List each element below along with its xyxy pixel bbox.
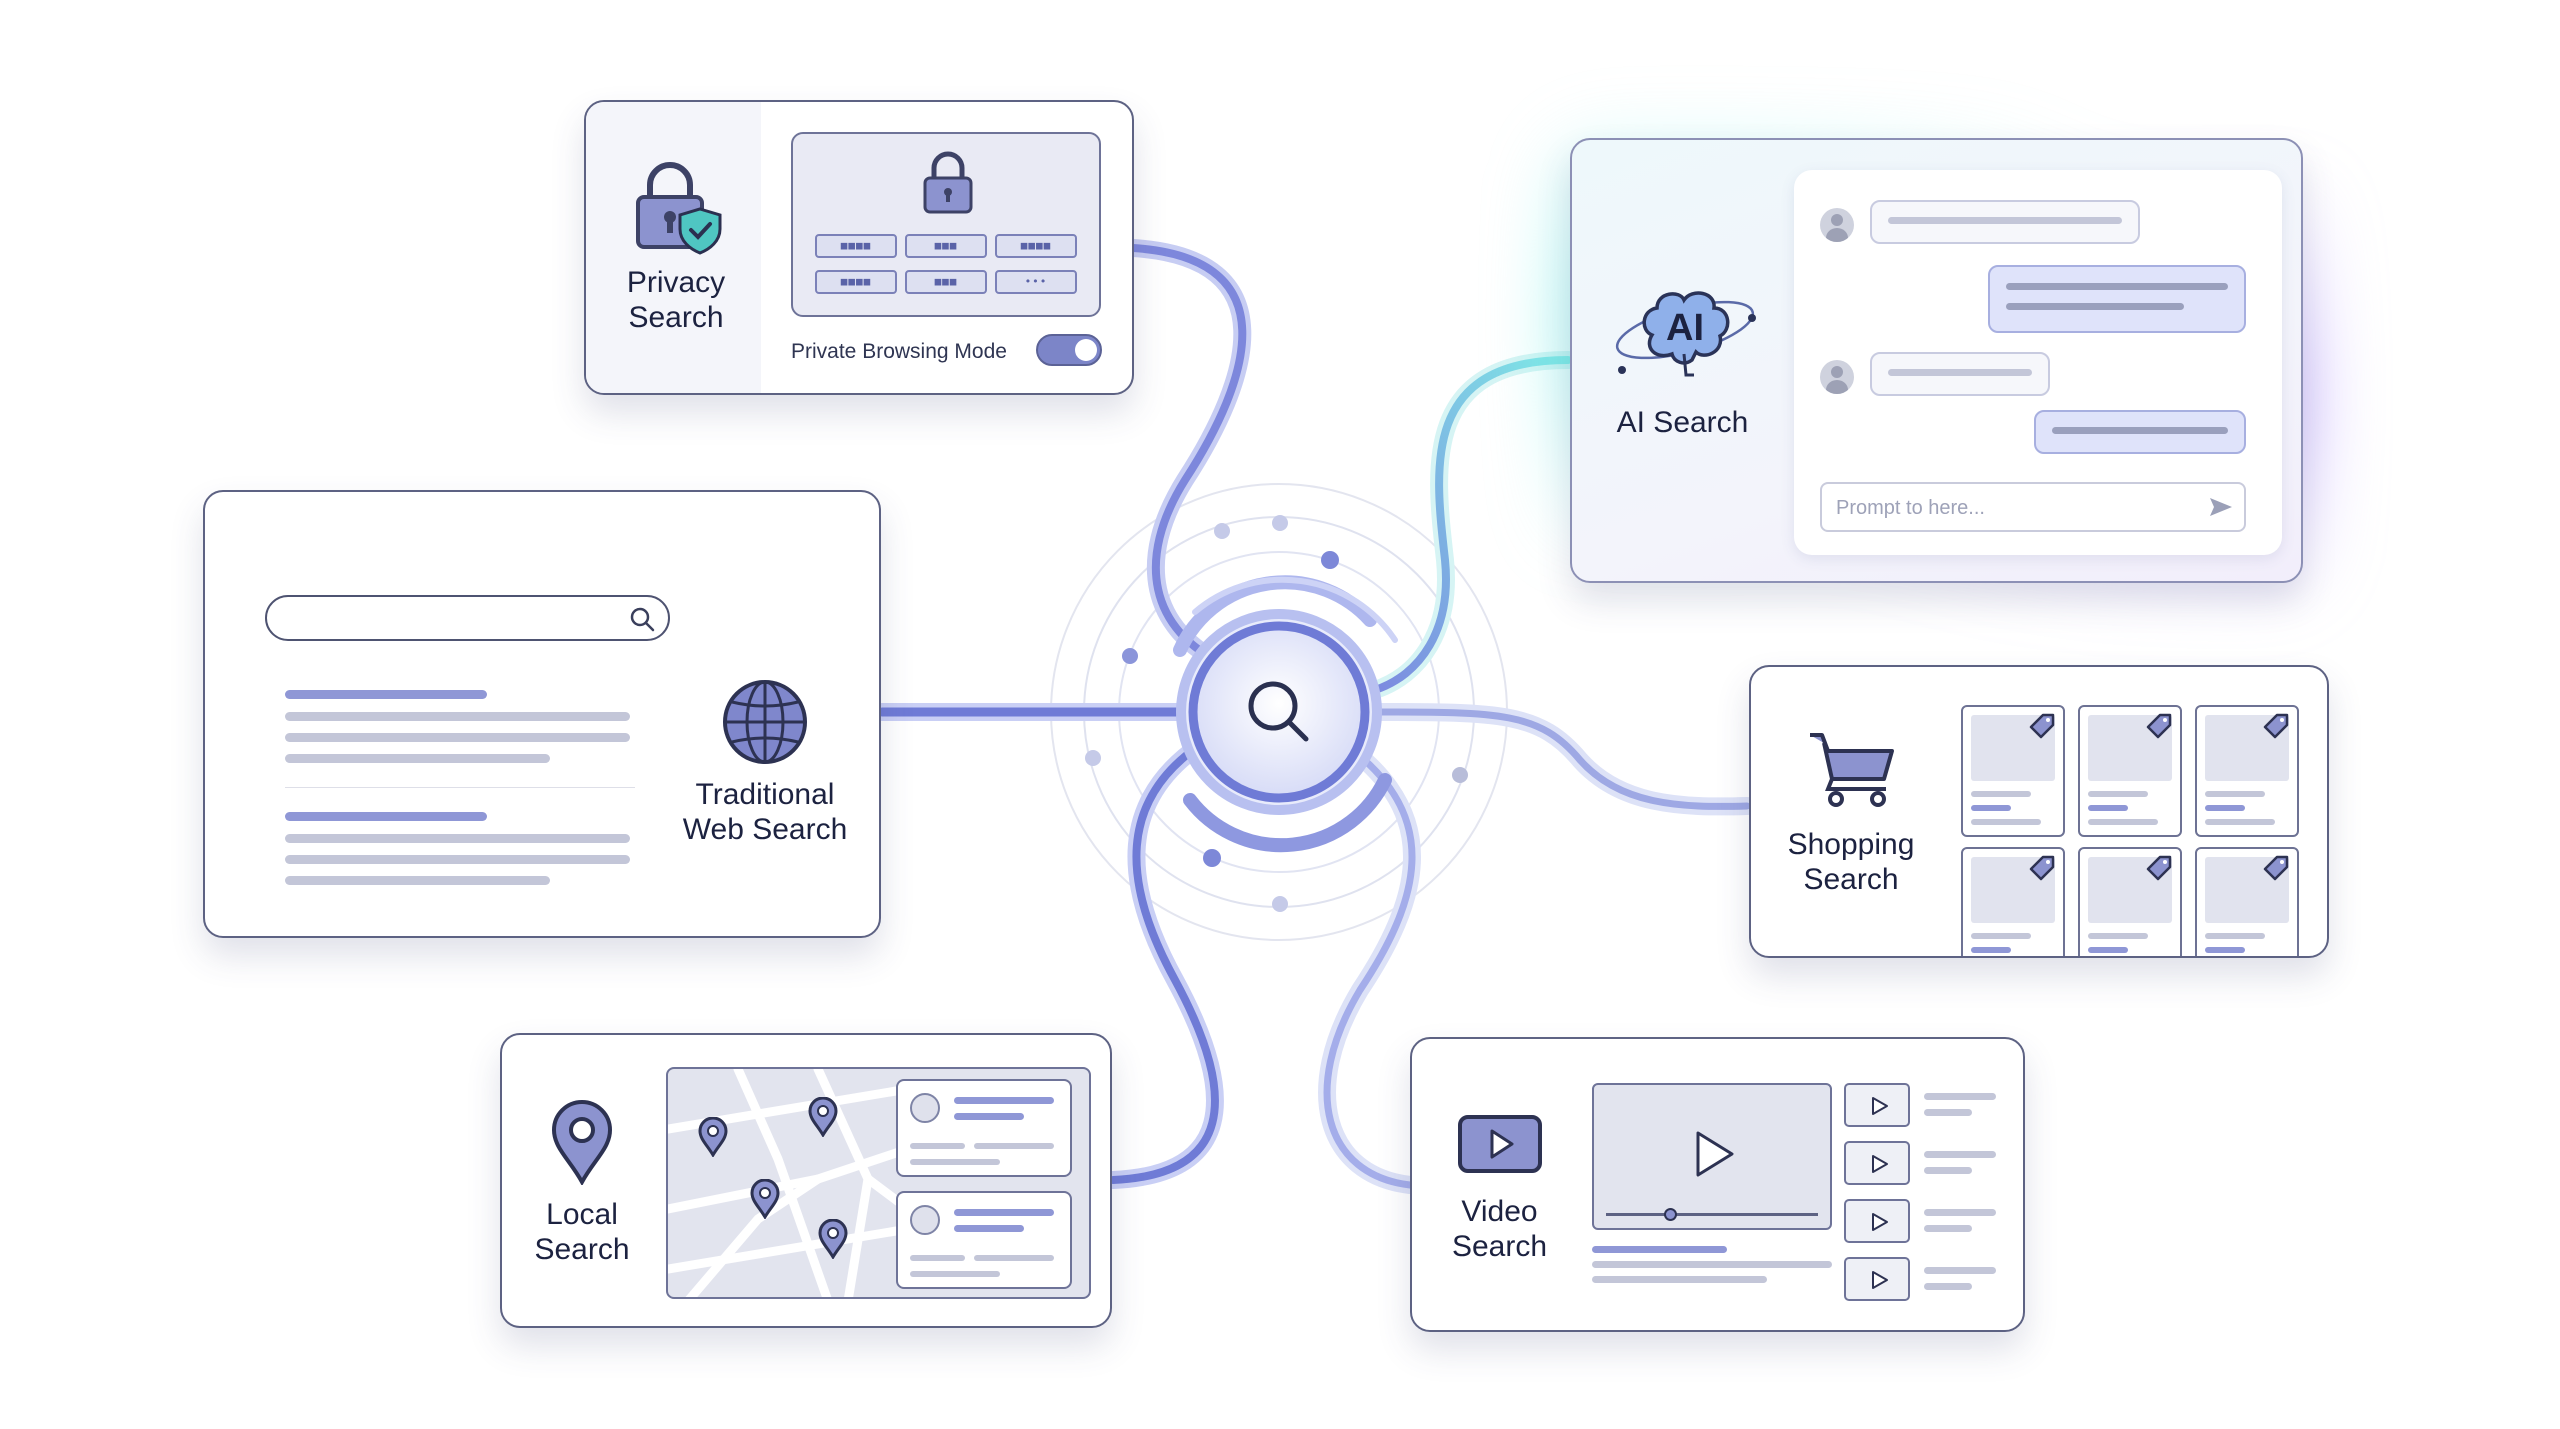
seek-bar[interactable] [1606, 1208, 1818, 1221]
price-tag-icon [2263, 855, 2289, 881]
password-field: ■■■■ [815, 234, 897, 258]
privacy-search-label: Privacy Search [626, 266, 726, 334]
product-tile[interactable] [2078, 705, 2182, 837]
private-browsing-label: Private Browsing Mode [791, 340, 1007, 363]
play-icon [1872, 1213, 1888, 1231]
local-search-label: Local Search [534, 1198, 630, 1266]
connectors [873, 239, 1756, 1194]
password-panel: ■■■■ ■■■ ■■■■ ■■■■ ■■■ ••• [791, 132, 1101, 317]
send-icon[interactable] [2208, 496, 2234, 518]
hub-arcs [1173, 575, 1398, 853]
map-pin-icon[interactable] [808, 1097, 838, 1137]
video-meta-line [1924, 1225, 1972, 1232]
play-icon[interactable] [1692, 1129, 1736, 1179]
video-thumbnail[interactable] [1844, 1199, 1910, 1243]
connector-ai [1366, 351, 1577, 699]
video-title-line [1924, 1209, 1996, 1216]
price-tag-icon [2263, 713, 2289, 739]
shopping-cart-icon [1810, 733, 1894, 807]
ai-chat-panel [1794, 170, 2282, 555]
orbit-dots [1085, 515, 1468, 912]
video-thumbnail[interactable] [1844, 1141, 1910, 1185]
web-search-card[interactable]: Traditional Web Search [203, 490, 881, 938]
connector-shopping [1366, 703, 1756, 816]
product-tile[interactable] [2078, 847, 2182, 956]
play-icon [1872, 1097, 1888, 1115]
map-pin-icon [551, 1100, 613, 1185]
map-view[interactable] [666, 1067, 1091, 1299]
result-divider [285, 787, 635, 788]
video-title-line [1592, 1246, 1727, 1253]
password-field: ■■■ [905, 270, 987, 294]
assistant-message [1870, 352, 2050, 396]
privacy-search-card[interactable]: Privacy Search ■■■■ ■■■ ■■■■ ■■■■ ■■■ ••… [584, 100, 1134, 395]
video-player[interactable] [1592, 1083, 1832, 1230]
avatar [1820, 360, 1854, 394]
product-tile[interactable] [2195, 705, 2299, 837]
video-search-card[interactable]: Video Search [1410, 1037, 2025, 1332]
search-icon [630, 607, 655, 632]
padlock-icon [923, 151, 973, 214]
prompt-input[interactable] [1834, 488, 2188, 528]
video-title-line [1924, 1093, 1996, 1100]
place-result[interactable] [896, 1191, 1072, 1289]
place-result[interactable] [896, 1079, 1072, 1177]
prompt-box[interactable] [1820, 482, 2246, 532]
video-thumbnail[interactable] [1844, 1257, 1910, 1301]
price-tag-icon [2029, 713, 2055, 739]
ai-search-label: AI Search [1616, 406, 1749, 439]
web-search-input[interactable] [265, 595, 670, 641]
ai-brain-text: AI [1666, 307, 1704, 349]
map-pin-icon[interactable] [818, 1219, 848, 1259]
play-icon [1872, 1271, 1888, 1289]
video-meta-line [1592, 1261, 1832, 1268]
web-search-label: Traditional Web Search [682, 778, 848, 846]
video-play-icon [1458, 1115, 1542, 1173]
price-tag-icon [2146, 713, 2172, 739]
password-field: ■■■■ [995, 234, 1077, 258]
private-browsing-toggle[interactable] [1036, 334, 1102, 366]
local-search-card[interactable]: Local Search [500, 1033, 1112, 1328]
password-field: ■■■■ [815, 270, 897, 294]
password-field: ■■■ [905, 234, 987, 258]
seek-knob[interactable] [1663, 1208, 1677, 1221]
map-pin-icon[interactable] [698, 1117, 728, 1157]
globe-icon [723, 680, 807, 764]
video-meta-line [1924, 1109, 1972, 1116]
avatar [1820, 208, 1854, 242]
ai-brain-icon: AI [1615, 291, 1756, 377]
video-thumbnail[interactable] [1844, 1083, 1910, 1127]
price-tag-icon [2146, 855, 2172, 881]
video-title-line [1924, 1151, 1996, 1158]
lock-shield-icon [636, 162, 722, 255]
search-icon [1248, 681, 1309, 742]
video-meta-line [1592, 1276, 1767, 1283]
product-tile[interactable] [2195, 847, 2299, 956]
map-pin-icon[interactable] [750, 1179, 780, 1219]
user-message [2034, 410, 2246, 454]
video-title-line [1924, 1267, 1996, 1274]
shopping-search-card[interactable]: Shopping Search [1749, 665, 2329, 958]
product-tile[interactable] [1961, 847, 2065, 956]
video-meta-line [1924, 1167, 1972, 1174]
ai-search-card[interactable]: AI AI Search [1570, 138, 2303, 583]
user-message [1988, 265, 2246, 333]
video-meta-line [1924, 1283, 1972, 1290]
play-icon [1872, 1155, 1888, 1173]
assistant-message [1870, 200, 2140, 244]
shopping-search-label: Shopping Search [1787, 828, 1915, 896]
product-tile[interactable] [1961, 705, 2065, 837]
password-field: ••• [995, 270, 1077, 294]
search-hub[interactable] [1176, 609, 1382, 815]
price-tag-icon [2029, 855, 2055, 881]
video-search-label: Video Search [1451, 1195, 1548, 1263]
